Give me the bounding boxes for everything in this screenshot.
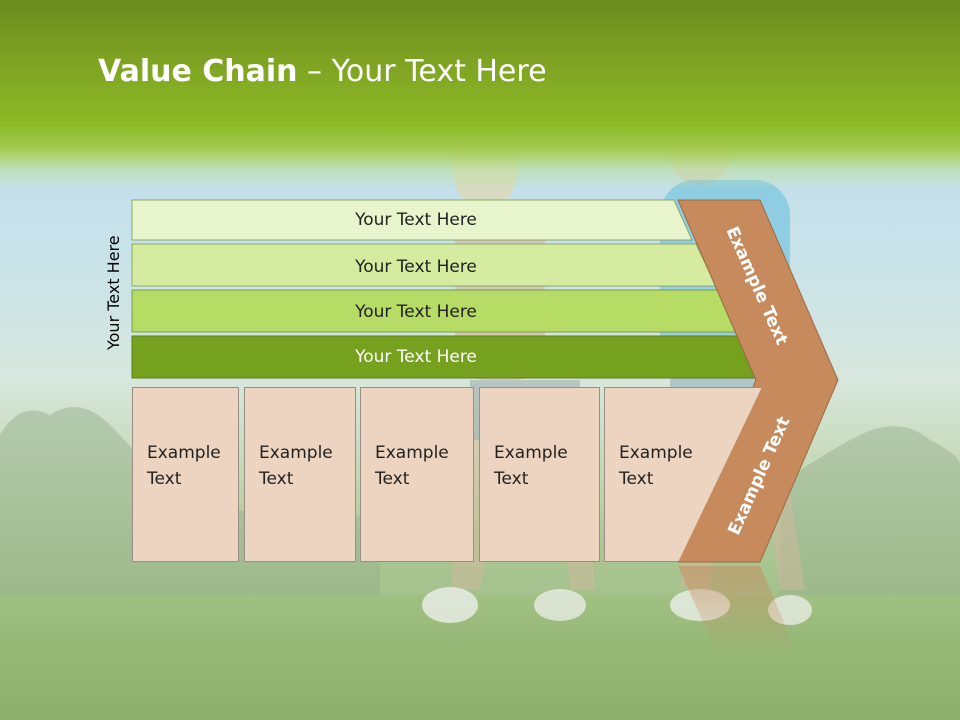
example-box-4: Example Text [479,387,600,562]
bar-1-label: Your Text Here [354,210,477,230]
example-box-5-line2: Text [619,469,654,489]
example-box-1: Example Text [132,387,239,562]
example-box-2-line2: Text [259,469,294,489]
example-box-1-line2: Text [147,469,182,489]
example-box-2-line1: Example [259,443,333,463]
bar-1 [131,199,693,241]
example-box-4-line1: Example [494,443,568,463]
example-box-3-line1: Example [375,443,449,463]
bar-2-label: Your Text Here [354,257,477,277]
example-box-5-line1: Example [619,443,693,463]
example-box-3: Example Text [360,387,474,562]
header-band [0,0,960,190]
example-box-1-line1: Example [147,443,221,463]
title-bold: Value Chain [98,54,298,89]
example-box-4-line2: Text [494,469,529,489]
title-rest: – Your Text Here [297,54,547,89]
example-box-2: Example Text [244,387,356,562]
bar-4-label: Your Text Here [354,347,477,367]
example-box-3-line2: Text [375,469,410,489]
slide-title: Value Chain – Your Text Here [98,54,547,89]
bar-3-label: Your Text Here [354,302,477,322]
chevron-reflection [678,566,800,660]
